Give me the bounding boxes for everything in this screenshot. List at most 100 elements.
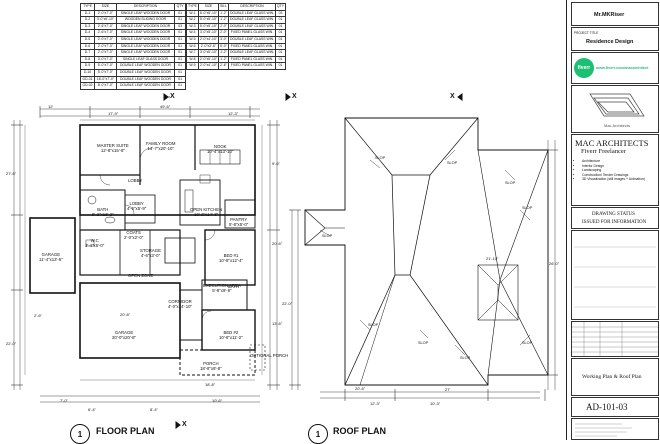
floor-plan-drawing <box>11 106 280 403</box>
dim-bottom-2: 6'-4" <box>88 407 96 412</box>
room-size: 10'-8"x11'-2" <box>219 335 243 340</box>
room-name: W.C <box>90 238 99 243</box>
room-size: 10'-2"x14'-3" <box>194 212 219 217</box>
sheet-number-box: AD-101-03 <box>571 397 659 417</box>
window-col-type: TYPE <box>186 3 199 11</box>
window-schedule-row-cell: 5'-0"x5'-10" <box>197 16 219 24</box>
window-schedule-row-cell: W-4 <box>186 29 199 37</box>
window-schedule-row-cell: 2'-6" <box>217 62 229 70</box>
door-schedule-row-cell: 01 <box>174 29 186 37</box>
window-schedule-row-cell: W-9 <box>186 62 199 70</box>
door-schedule-row-cell: SINGLE LEAF WOODEN DOOR <box>115 22 176 31</box>
window-schedule-row-cell: 01 <box>275 16 287 24</box>
door-schedule-row-cell: 3'-0"x6'-10" <box>94 16 117 24</box>
room-name: CORRIDOR <box>168 299 192 304</box>
door-schedule-row-cell: DOUBLE LEAF WOODEN DOOR <box>115 62 176 70</box>
window-schedule-row-cell: 1'-2" <box>217 16 229 24</box>
door-schedule-row-cell: 01 <box>174 9 186 18</box>
room-name: LOBBY <box>129 201 144 206</box>
notes-box <box>571 230 659 320</box>
door-schedule-row-cell: 2'-6"x7'-0" <box>94 22 117 31</box>
window-schedule-row-cell: W-8 <box>186 55 199 64</box>
section-marker-label: X <box>292 93 297 100</box>
room-size: 4'-6"x3'-0" <box>140 253 161 258</box>
window-schedule-row-cell: DOUBLE LEAF GLASS WIN. <box>227 16 277 24</box>
room-size: 5'-8"x9'-8" <box>212 288 232 293</box>
dim-left-garage: 2'-6" <box>34 313 42 318</box>
sheet-title: Working Plan & Roof Plan <box>582 374 642 380</box>
label-bath: BATH <box>228 284 240 289</box>
fiverr-url[interactable]: www.fiverr.com/macarchitect <box>596 66 649 70</box>
floor-plan-title: FLOOR PLAN <box>96 426 155 436</box>
window-schedule-row-cell: DOUBLE LEAF GLASS WIN. <box>227 9 277 18</box>
door-schedule-row-cell: 03 <box>174 22 186 31</box>
window-col-qty: QTY <box>275 3 287 11</box>
door-schedule-row-cell: D-8 <box>79 55 96 64</box>
dim-porch: 18'-8" <box>205 382 216 387</box>
window-schedule-row-cell: 6'-0"x5'-10" <box>197 9 219 18</box>
window-schedule-row-cell: 2'-0" <box>217 29 229 37</box>
window-col-size: SIZE <box>197 3 219 11</box>
door-schedule-row-cell: D-1 <box>79 9 96 18</box>
room-size: 10'-4"x13'-10" <box>207 149 234 154</box>
door-schedule-row-cell: D-9 <box>79 62 96 70</box>
door-schedule-row-cell: D-2 <box>79 16 96 24</box>
window-schedule-row-cell: W-7 <box>186 49 199 57</box>
door-schedule-row-cell: 01 <box>174 75 186 84</box>
roof-plan-drawing <box>289 117 558 401</box>
footer-notes <box>575 423 632 437</box>
window-schedule-row-cell: 1'-2" <box>217 49 229 57</box>
room-name: FAMILY ROOM <box>146 141 176 146</box>
fiverr-box: fiverr www.fiverr.com/macarchitect <box>571 52 659 84</box>
door-schedule-row-cell: D-3 <box>79 22 96 31</box>
dim-right-3: 9'-6" <box>272 161 280 166</box>
room-size: 5'-8"x5'-0" <box>229 222 249 227</box>
roof-dim: 22'-0" <box>282 301 293 306</box>
door-schedule-row-cell: 01 <box>174 62 186 70</box>
room-name: PORCH <box>203 361 219 366</box>
slope-label: SLOP <box>447 161 458 165</box>
window-schedule-row-cell: W-1 <box>186 9 199 18</box>
door-schedule-row-cell: SINGLE LEAF GLASS DOOR <box>115 55 176 64</box>
room-size: 2'-0"x2'-0" <box>124 235 144 240</box>
door-schedule-row-cell: 01 <box>174 16 186 24</box>
sheet-title-box: Working Plan & Roof Plan <box>571 358 659 396</box>
section-marker-label: X <box>450 93 455 100</box>
room-name: BED #1 <box>223 253 239 258</box>
firm-name: MAC ARCHITECTS <box>575 138 649 148</box>
door-schedule-row-cell: 01 <box>174 35 186 44</box>
dim-garage: 20'-8" <box>120 312 131 317</box>
service-item: 3D Visualization (still images + Animati… <box>582 177 645 182</box>
drawing-status: ISSUED FOR INFORMATION <box>582 220 647 225</box>
window-schedule-row-cell: FIXED PANEL GLASS WIN. <box>227 62 277 70</box>
revision-box <box>571 321 659 357</box>
door-schedule-row-cell: 16'-0"x7'-0" <box>94 75 117 84</box>
window-schedule-row-cell: 3'-0"x5'-10" <box>197 29 219 37</box>
room-size: 3'-4"x5'-0" <box>85 243 105 248</box>
door-schedule-row-cell: D-7 <box>79 49 96 57</box>
door-schedule-row-cell: GD-02 <box>79 82 96 90</box>
door-schedule-header: TYPE SIZE DESCRIPTION QTY <box>79 3 186 11</box>
room-name: GARAGE <box>114 330 134 335</box>
section-marker-icon <box>163 93 463 429</box>
